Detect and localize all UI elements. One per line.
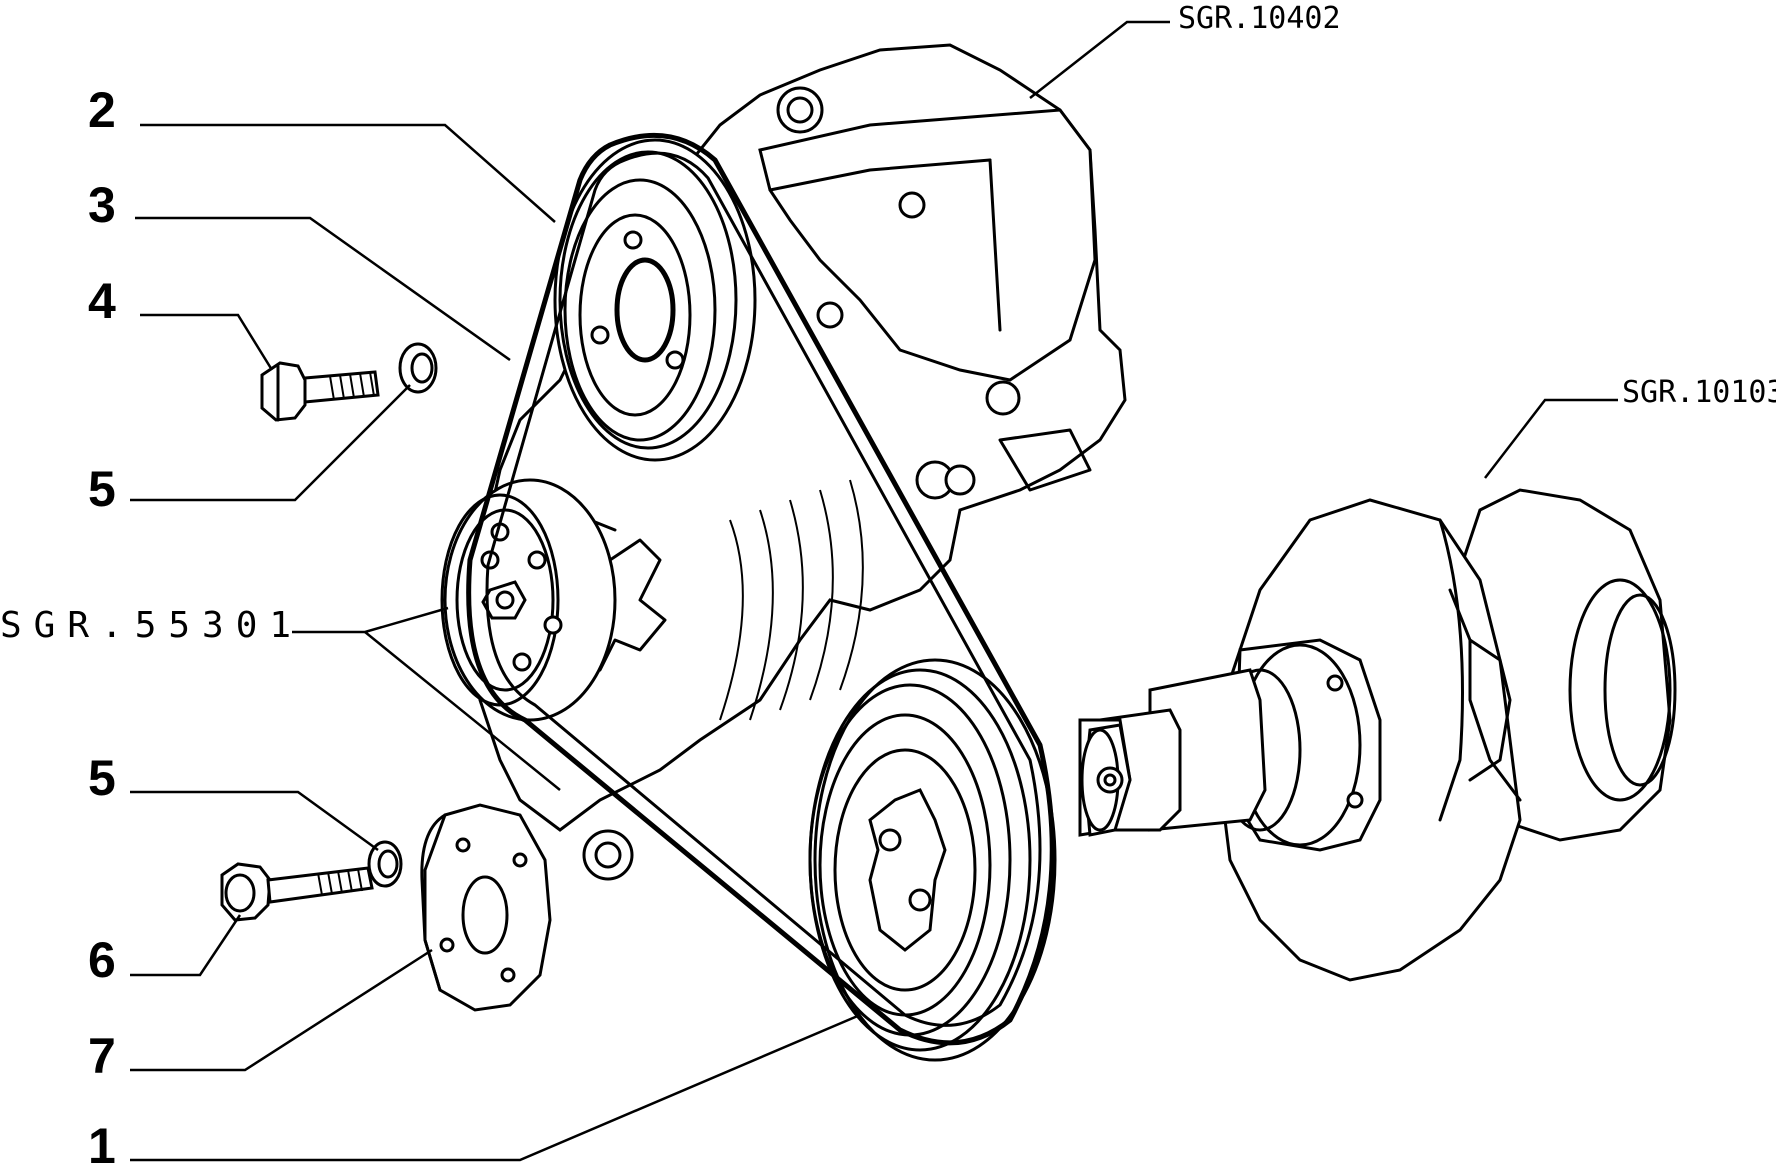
ref-label-right: SGR.10103 [1622, 375, 1776, 410]
leader-lines [130, 20, 1618, 1162]
leader-6 [130, 914, 242, 977]
part-label-5-lower: 5 [88, 750, 116, 806]
ref-label-left: SGR.55301 [0, 605, 303, 646]
part-label-3: 3 [88, 177, 116, 233]
idler-pulley [440, 478, 617, 722]
leader-sgr10103 [1484, 398, 1618, 479]
leader-sgr10402 [1029, 20, 1170, 99]
washer-lower [367, 840, 403, 888]
part-label-2: 2 [88, 82, 116, 138]
leader-sgr55301-b [364, 631, 561, 791]
crankshaft [1078, 488, 1677, 982]
leader-4 [140, 313, 274, 371]
bolt-lower [220, 862, 374, 922]
washer-upper [398, 342, 438, 394]
part-label-7: 7 [88, 1028, 116, 1084]
leader-7 [130, 948, 433, 1072]
leader-2 [140, 123, 556, 223]
leader-5b [130, 790, 379, 852]
drive-belt [466, 132, 1055, 1046]
engine-housing [468, 43, 1127, 881]
part-label-6: 6 [88, 932, 116, 988]
upper-pulley [553, 138, 757, 462]
part-label-4: 4 [88, 273, 116, 329]
flange-plate [420, 803, 552, 1012]
bolt-upper [260, 361, 380, 422]
crankshaft-pulley [808, 658, 1057, 1062]
part-label-1: 1 [88, 1118, 116, 1166]
leader-5a [130, 384, 411, 502]
leader-sgr55301 [292, 606, 449, 634]
leader-1 [130, 1013, 861, 1162]
part-label-5-upper: 5 [88, 461, 116, 517]
ref-label-top: SGR.10402 [1178, 1, 1341, 36]
leader-3 [135, 216, 511, 362]
